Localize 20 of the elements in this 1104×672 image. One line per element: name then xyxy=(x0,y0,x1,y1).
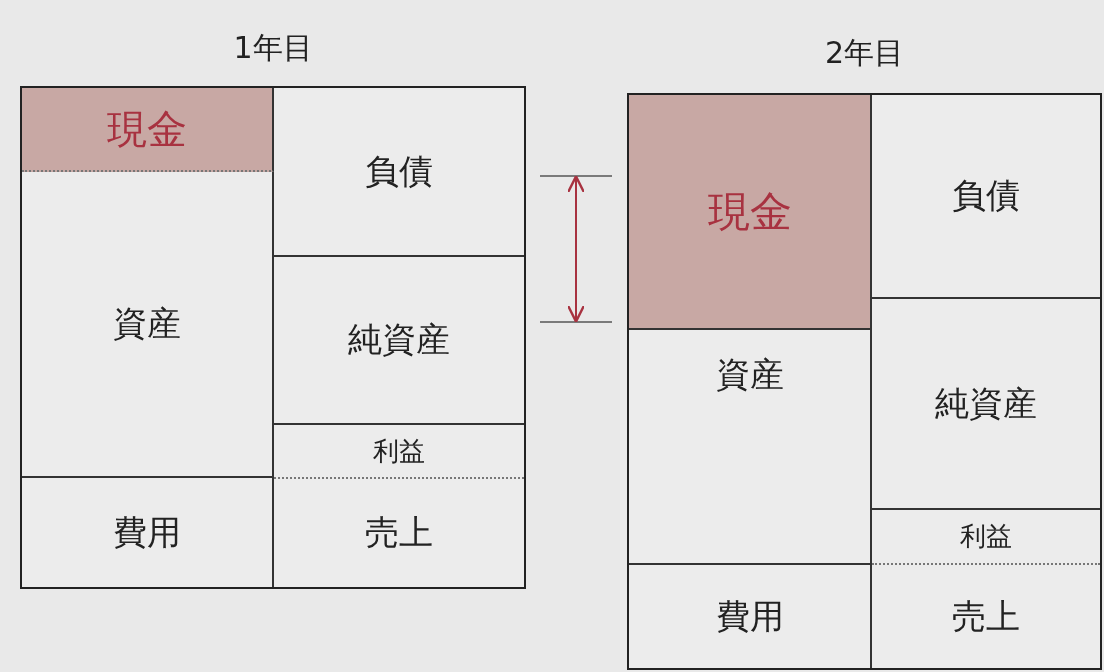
cell-label: 資産 xyxy=(113,302,181,345)
cell-label: 現金 xyxy=(707,185,792,238)
highlighted-cell xyxy=(22,88,274,172)
cell-label: 売上 xyxy=(365,511,433,554)
table-cell xyxy=(629,330,872,565)
cell-label: 負債 xyxy=(365,149,433,193)
cell-label: 純資産 xyxy=(935,381,1037,425)
cell-label: 純資産 xyxy=(348,318,450,361)
cell-label: 費用 xyxy=(113,510,181,554)
cell-label: 利益 xyxy=(373,434,425,468)
table-heading: 1年目 xyxy=(232,29,314,67)
cell-label: 利益 xyxy=(960,520,1012,553)
table-cell xyxy=(22,172,274,478)
cell-label: 負債 xyxy=(952,174,1020,217)
cell-label: 資産 xyxy=(715,353,784,396)
cell-label: 現金 xyxy=(107,104,187,154)
table-heading: 2年目 xyxy=(823,34,906,72)
highlighted-cell xyxy=(629,95,872,330)
cell-label: 売上 xyxy=(952,594,1020,638)
cell-label: 費用 xyxy=(715,594,784,638)
